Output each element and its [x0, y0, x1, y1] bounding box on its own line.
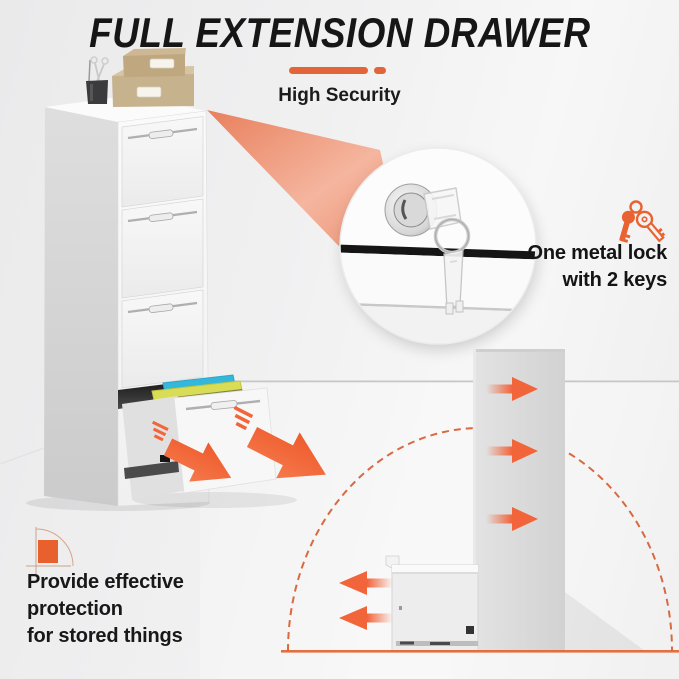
drawer-handle — [185, 399, 261, 411]
key-ring-with-key — [433, 217, 471, 315]
pull-out-arrows — [151, 405, 326, 482]
file-cabinet — [26, 48, 297, 511]
storage-boxes — [112, 48, 194, 107]
protection-callout: Provide effective protection for stored … — [27, 569, 184, 650]
divider-dash — [374, 67, 386, 74]
divider-bar — [289, 67, 368, 74]
protection-callout-line1: Provide effective — [27, 571, 184, 593]
floor-baseline — [281, 650, 679, 653]
cabinet-side-view — [473, 349, 565, 651]
cabinet-side — [44, 107, 118, 506]
protection-callout-line3: for stored things — [27, 625, 183, 647]
accent-divider — [0, 67, 679, 74]
drawer-handle — [127, 301, 198, 314]
box-label — [149, 58, 175, 69]
box-label — [136, 86, 162, 98]
lock-callout-line1: One metal lock — [527, 242, 668, 264]
cabinet-top — [45, 95, 206, 122]
extended-drawer-side-view — [385, 555, 479, 652]
corner-accent-icon — [26, 527, 74, 574]
page-title-text: FULL EXTENSION DRAWER — [88, 9, 591, 56]
lock-callout-line2: with 2 keys — [562, 269, 667, 291]
drawer-slide-rail — [124, 461, 179, 479]
extension-arrows-left — [339, 571, 393, 630]
drawer-handle — [127, 127, 198, 140]
full-extension-side-diagram — [281, 349, 679, 653]
depth-arrows-right — [486, 377, 538, 531]
pen-cup — [86, 56, 109, 104]
drawer-handle — [127, 210, 198, 223]
protection-callout-line2: protection — [27, 598, 123, 620]
lock-callout: One metal lock with 2 keys — [527, 240, 668, 294]
subtitle: High Security — [278, 85, 401, 106]
drawer-gap — [340, 244, 536, 260]
keys-icon — [619, 200, 666, 243]
page-title: FULL EXTENSION DRAWER — [0, 9, 679, 57]
closed-drawers — [121, 116, 204, 389]
